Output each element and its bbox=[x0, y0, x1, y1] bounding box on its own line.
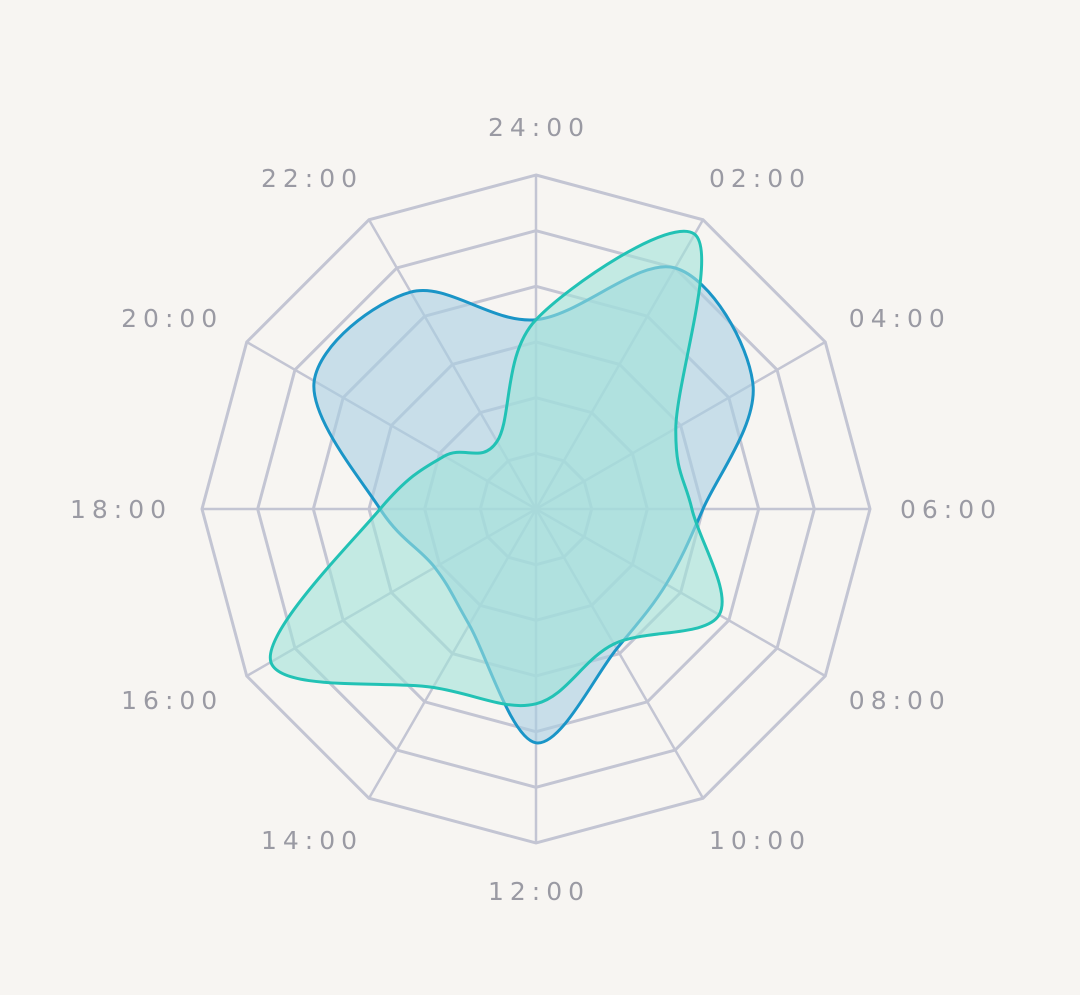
axis-label: 08:00 bbox=[849, 686, 951, 715]
series-area-2 bbox=[268, 229, 724, 708]
axis-label: 10:00 bbox=[709, 826, 811, 855]
axis-label: 06:00 bbox=[900, 495, 1002, 524]
axis-label: 20:00 bbox=[121, 304, 223, 333]
axis-label: 16:00 bbox=[121, 686, 223, 715]
axis-label: 14:00 bbox=[261, 826, 363, 855]
axis-label: 02:00 bbox=[709, 164, 811, 193]
axis-label: 18:00 bbox=[70, 495, 172, 524]
axis-label: 12:00 bbox=[488, 877, 590, 906]
axis-label: 24:00 bbox=[488, 113, 590, 142]
axis-label: 22:00 bbox=[261, 164, 363, 193]
axis-labels: 24:00 02:00 04:00 06:00 08:00 10:00 12:00 14:00… bbox=[70, 113, 1002, 906]
axis-label: 04:00 bbox=[849, 304, 951, 333]
radar-series bbox=[268, 229, 755, 745]
